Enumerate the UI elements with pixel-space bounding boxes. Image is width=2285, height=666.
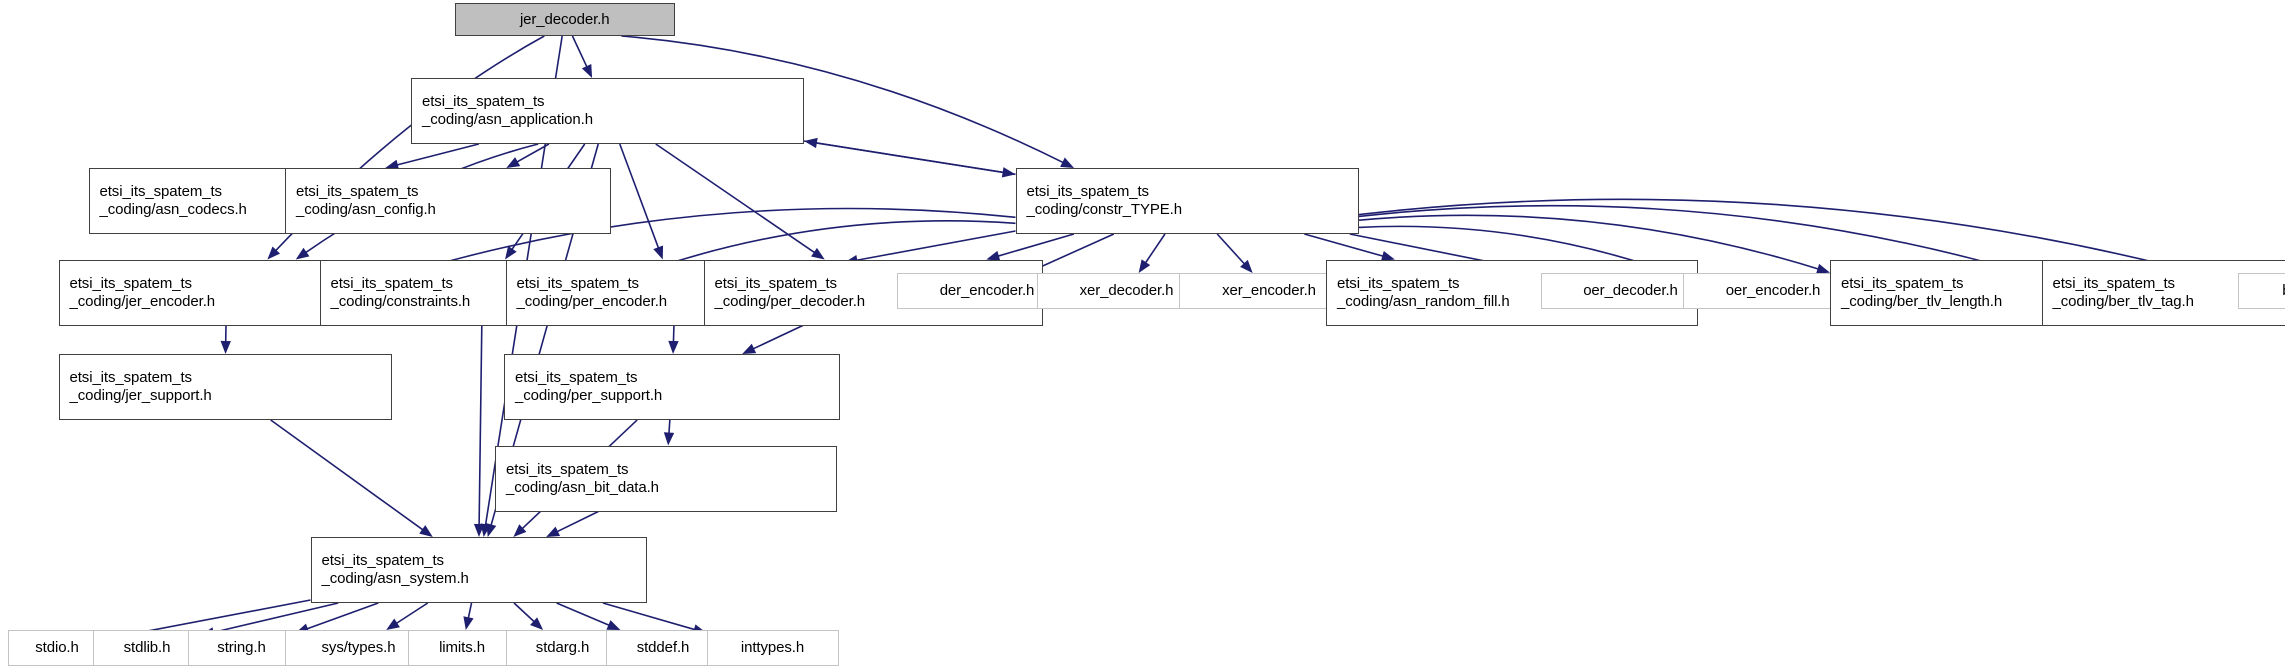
- edge-asn_application-to-asn_config: [516, 144, 549, 163]
- edge-jer_decoder-to-asn_application: [572, 36, 587, 68]
- edge-asn_application-to-asn_codecs: [396, 144, 479, 165]
- node-label-line1: etsi_its_spatem_ts: [496, 461, 836, 479]
- node-label-line1: etsi_its_spatem_ts: [312, 552, 646, 570]
- node-label-line1: stddef.h: [637, 639, 690, 657]
- edge-asn_system-to-limits: [468, 603, 471, 619]
- edge-constr_TYPE-to-asn_random_fill: [1304, 234, 1384, 257]
- node-label-line1: xer_decoder.h: [1080, 282, 1174, 300]
- edge-arrowhead: [386, 619, 400, 630]
- node-label-line1: etsi_its_spatem_ts: [1017, 183, 1359, 201]
- edge-asn_application-to-per_encoder: [620, 144, 659, 249]
- edge-per_decoder-to-per_support: [752, 326, 803, 350]
- edge-arrowhead: [481, 523, 491, 537]
- graph-node-jer_support[interactable]: etsi_its_spatem_ts_coding/jer_support.h: [59, 354, 392, 420]
- graph-node-asn_application[interactable]: etsi_its_spatem_ts_coding/asn_applicatio…: [411, 78, 804, 144]
- graph-node-per_support[interactable]: etsi_its_spatem_ts_coding/per_support.h: [504, 354, 840, 420]
- edge-asn_system-to-string: [306, 603, 378, 629]
- graph-node-asn_bit_data[interactable]: etsi_its_spatem_ts_coding/asn_bit_data.h: [495, 446, 837, 512]
- edge-constr_TYPE-to-per_decoder: [997, 234, 1074, 256]
- edge-arrowhead: [506, 157, 520, 168]
- edge-per_encoder-to-per_support: [673, 326, 674, 344]
- edge-arrowhead: [486, 523, 496, 537]
- edge-arrowhead: [606, 620, 620, 630]
- node-label-line1: oer_encoder.h: [1726, 282, 1821, 300]
- node-label-line1: etsi_its_spatem_ts: [412, 93, 803, 111]
- edge-arrowhead: [664, 432, 674, 445]
- node-label-line1: xer_encoder.h: [1222, 282, 1316, 300]
- edge-arrowhead: [474, 524, 484, 537]
- edge-per_support-to-asn_bit_data: [669, 420, 670, 435]
- node-label-line2: _coding/asn_bit_data.h: [496, 479, 836, 497]
- edge-arrowhead: [804, 138, 818, 148]
- edge-jer_support-to-asn_system: [271, 420, 424, 531]
- node-label-line1: etsi_its_spatem_ts: [505, 369, 839, 387]
- node-label-line1: string.h: [217, 639, 265, 657]
- node-label-line1: limits.h: [439, 639, 485, 657]
- node-label-line1: inttypes.h: [741, 639, 804, 657]
- node-label-line1: etsi_its_spatem_ts: [286, 183, 610, 201]
- node-label-line2: _coding/asn_system.h: [312, 570, 646, 588]
- edge-arrowhead: [463, 616, 473, 630]
- graph-node-stdlib[interactable]: stdlib.h: [93, 630, 201, 666]
- edge-arrowhead: [296, 248, 310, 260]
- graph-node-constr_TYPE[interactable]: etsi_its_spatem_ts_coding/constr_TYPE.h: [1016, 168, 1360, 234]
- graph-node-inttypes[interactable]: inttypes.h: [707, 630, 839, 666]
- edge-asn_system-to-stdarg: [514, 603, 535, 623]
- edge-asn_system-to-stdlib: [212, 603, 339, 633]
- edge-arrowhead: [1002, 167, 1016, 177]
- edge-asn_system-to-sys_types: [395, 603, 427, 624]
- edge-arrowhead: [530, 617, 543, 630]
- edge-arrowhead: [653, 246, 663, 260]
- edge-arrowhead: [419, 525, 433, 537]
- edge-arrowhead: [221, 341, 231, 354]
- node-label-line2: _coding/asn_application.h: [412, 111, 803, 129]
- edge-constraints-to-asn_system: [479, 326, 482, 527]
- edge-constr_TYPE-to-xer_encoder: [1217, 234, 1245, 265]
- edge-arrowhead: [267, 246, 280, 259]
- graph-node-limits[interactable]: limits.h: [408, 630, 516, 666]
- graph-node-stdio[interactable]: stdio.h: [8, 630, 107, 666]
- node-label-line2: _coding/constr_TYPE.h: [1017, 201, 1359, 219]
- edge-asn_application-to-constr_TYPE: [804, 141, 1005, 173]
- graph-node-string[interactable]: string.h: [188, 630, 296, 666]
- node-label-line1: jer_decoder.h: [520, 11, 610, 29]
- edge-arrowhead: [742, 344, 756, 354]
- node-label-line2: _coding/asn_config.h: [286, 201, 610, 219]
- edge-arrowhead: [668, 341, 678, 354]
- edge-asn_system-to-stddef: [557, 603, 611, 626]
- edge-arrowhead: [811, 248, 825, 260]
- edge-constr_TYPE-to-asn_application: [815, 143, 1016, 175]
- edge-constr_TYPE-to-xer_decoder: [1145, 234, 1165, 264]
- node-label-line1: etsi_its_spatem_ts: [60, 369, 391, 387]
- edge-asn_bit_data-to-asn_system: [556, 512, 598, 533]
- graph-node-asn_system[interactable]: etsi_its_spatem_ts_coding/asn_system.h: [311, 537, 647, 603]
- edge-asn_application-to-per_decoder: [656, 144, 816, 253]
- node-label-line1: der_encoder.h: [940, 282, 1035, 300]
- edge-arrowhead: [1139, 259, 1151, 273]
- node-label-line1: sys/types.h: [322, 639, 396, 657]
- edge-arrowhead: [505, 246, 517, 260]
- node-label-line1: oer_decoder.h: [1583, 282, 1678, 300]
- graph-node-stdarg[interactable]: stdarg.h: [506, 630, 620, 666]
- node-label-line1: stdlib.h: [124, 639, 171, 657]
- edge-constr_TYPE-to-der_encoder: [1037, 234, 1114, 268]
- graph-node-jer_decoder[interactable]: jer_decoder.h: [455, 3, 676, 36]
- edge-arrowhead: [513, 524, 526, 537]
- node-label-line2: _coding/per_support.h: [505, 387, 839, 405]
- graph-node-stddef[interactable]: stddef.h: [606, 630, 720, 666]
- edge-arrowhead: [582, 64, 592, 78]
- graph-node-asn_config[interactable]: etsi_its_spatem_ts_coding/asn_config.h: [285, 168, 611, 234]
- node-label-line2: _coding/jer_support.h: [60, 387, 391, 405]
- node-label-line1: stdarg.h: [536, 639, 589, 657]
- node-label-line1: stdio.h: [35, 639, 79, 657]
- edge-constr_TYPE-to-per_encoder: [855, 231, 1015, 261]
- edge-arrowhead: [546, 527, 560, 537]
- graph-node-ber_decoder[interactable]: ber_decoder.h: [2238, 273, 2285, 309]
- edge-arrowhead: [1240, 260, 1253, 273]
- edge-asn_system-to-inttypes: [603, 603, 696, 630]
- edge-arrowhead: [1060, 158, 1074, 168]
